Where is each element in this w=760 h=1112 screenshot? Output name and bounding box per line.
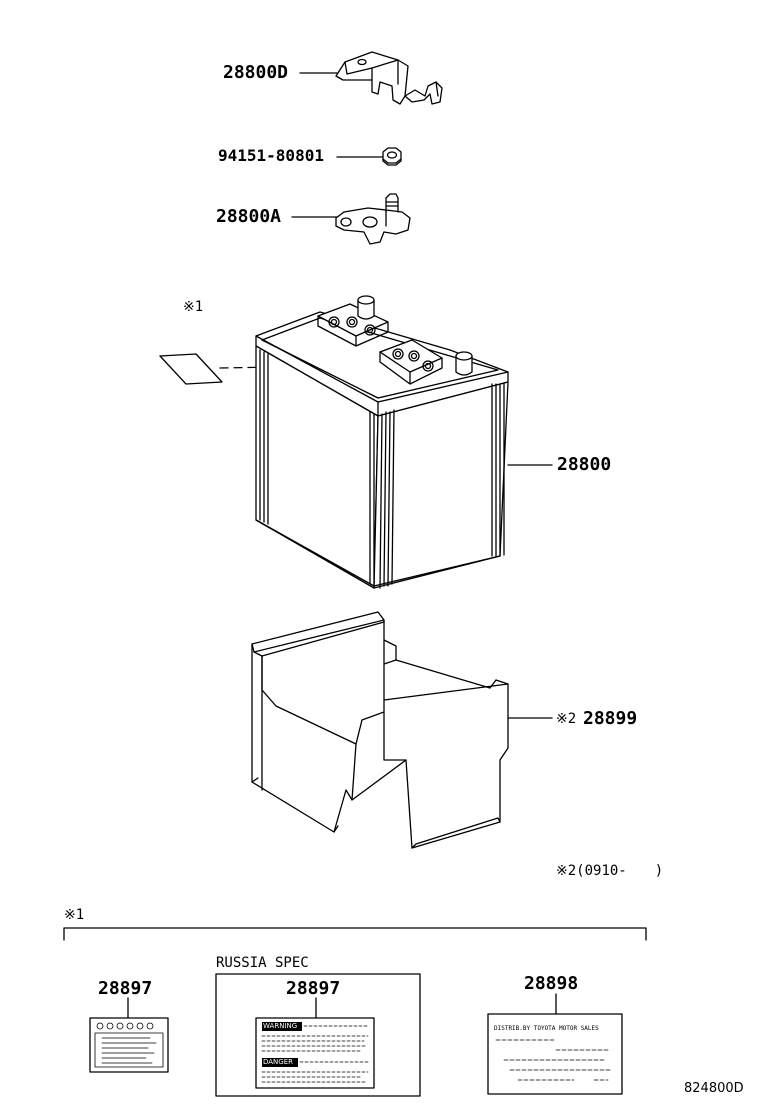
part-number-label-a[interactable]: 28897 <box>98 978 153 999</box>
part-number-label-c[interactable]: 28898 <box>524 973 579 994</box>
part-number-battery-tray[interactable]: 28899 <box>583 708 638 729</box>
part-number-terminal-clamp[interactable]: 28800A <box>216 206 282 227</box>
label-b-danger-text: DANGER <box>263 1058 294 1066</box>
label-sticker-placeholder <box>159 353 223 385</box>
part-number-battery[interactable]: 28800 <box>557 454 612 475</box>
battery-part <box>255 295 509 589</box>
battery-tray-part <box>251 611 509 849</box>
caution-label-a <box>89 1017 169 1073</box>
terminal-clamp-part <box>335 193 411 245</box>
nut-part <box>382 147 402 166</box>
russia-spec-title: RUSSIA SPEC <box>216 955 309 971</box>
label-c-distributor-text: DISTRIB.BY TOYOTA MOTOR SALES <box>494 1025 599 1032</box>
label-group-bracket <box>63 927 647 941</box>
label-b-warning-text: WARNING <box>263 1022 298 1030</box>
part-number-nut[interactable]: 94151-80801 <box>218 146 324 165</box>
terminal-cover-part <box>335 51 443 105</box>
warning-label-b <box>255 1017 375 1089</box>
part-number-label-b[interactable]: 28897 <box>286 978 341 999</box>
note2-date-range: ※2(0910- ) <box>556 863 664 879</box>
note1-marker: ※1 <box>183 299 204 315</box>
russia-spec-frame <box>215 973 421 1097</box>
distributor-label-c <box>487 1013 623 1095</box>
label-group-marker: ※1 <box>64 907 85 923</box>
part-number-terminal-cover[interactable]: 28800D <box>223 62 289 83</box>
figure-id: 824800D <box>684 1081 744 1096</box>
tray-note-marker: ※2 <box>556 711 577 727</box>
